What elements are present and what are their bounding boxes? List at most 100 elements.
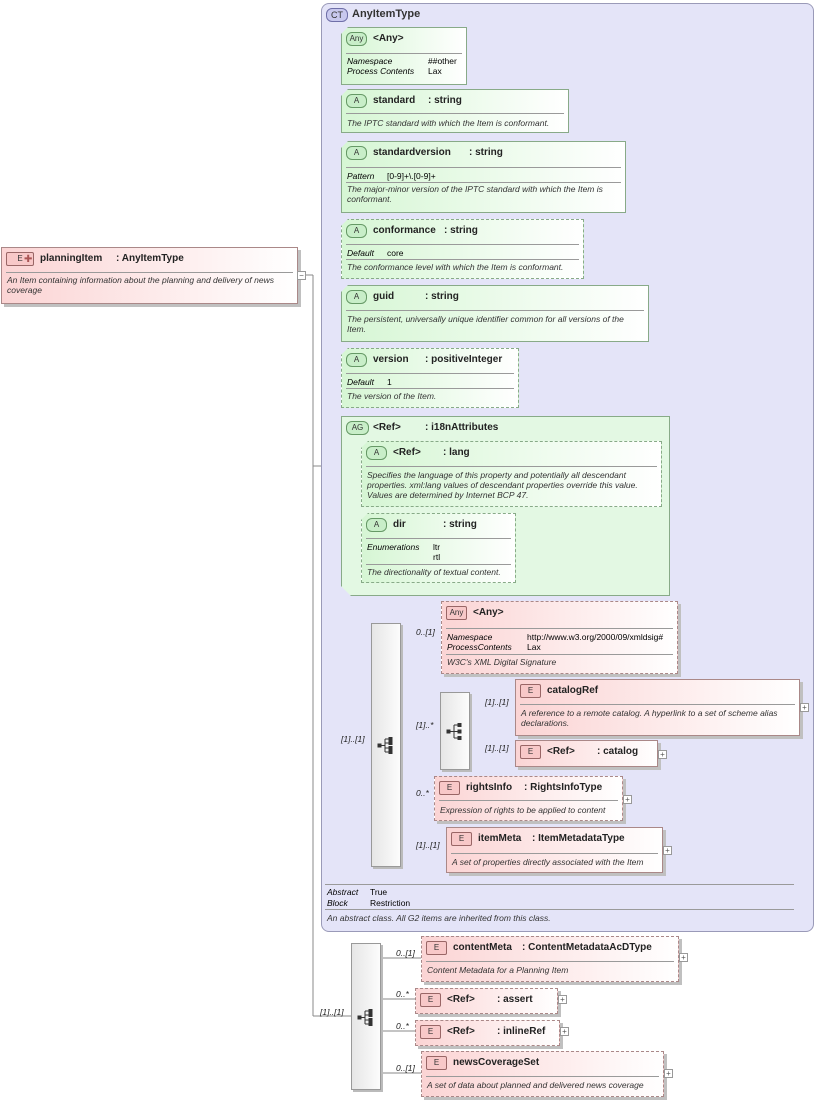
attribute-name: guid	[373, 291, 395, 302]
abstract-value: True	[370, 887, 388, 897]
element-catalogRef[interactable]: E catalogRef A reference to a remote cat…	[515, 679, 800, 736]
element-inlineRef[interactable]: E <Ref> : inlineRef	[415, 1020, 560, 1046]
attribute-conformance[interactable]: A conformance : string Default core The …	[341, 219, 584, 279]
attribute-name: version	[373, 354, 409, 365]
expand-icon[interactable]: +	[663, 846, 672, 855]
attribute-doc: The persistent, universally unique ident…	[347, 314, 624, 334]
expand-icon[interactable]: +	[800, 703, 809, 712]
choice-icon	[446, 723, 462, 740]
any-element[interactable]: Any <Any> Namespace http://www.w3.org/20…	[441, 601, 678, 674]
attribute-doc: The directionality of textual content.	[367, 567, 501, 577]
element-name: catalogRef	[547, 685, 599, 696]
expand-icon[interactable]: +	[558, 995, 567, 1004]
element-type: : catalog	[597, 746, 639, 757]
any-name: <Any>	[473, 607, 504, 618]
process-contents-label: ProcessContents	[447, 642, 512, 652]
expand-icon[interactable]: +	[658, 750, 667, 759]
choice-compositor[interactable]	[440, 692, 470, 770]
element-newsCoverageSet[interactable]: E newsCoverageSet A set of data about pl…	[421, 1051, 664, 1097]
element-cardinality: [1]..[1]	[416, 840, 440, 850]
element-catalog[interactable]: E <Ref> : catalog	[515, 740, 658, 767]
any-icon: Any	[446, 606, 467, 620]
attribute-icon: A	[346, 290, 367, 304]
namespace-value: ##other	[428, 56, 457, 66]
element-cardinality: 0..[1]	[396, 948, 415, 958]
sequence-cardinality: [1]..[1]	[341, 734, 365, 744]
element-name: contentMeta	[453, 942, 512, 953]
attribute-doc: The IPTC standard with which the Item is…	[347, 118, 550, 128]
attribute-name: standard	[373, 95, 416, 106]
element-icon: E	[6, 252, 34, 266]
attribute-name: dir	[393, 519, 406, 530]
any-attribute[interactable]: Any <Any> Namespace ##other Process Cont…	[341, 27, 467, 85]
element-doc: Expression of rights to be applied to co…	[440, 805, 606, 815]
element-icon: E	[520, 745, 541, 759]
process-contents-value: Lax	[428, 66, 442, 76]
element-name: rightsInfo	[466, 782, 513, 793]
attribute-group-name: <Ref>	[373, 422, 401, 433]
enumerations-label: Enumerations	[367, 542, 420, 552]
element-name: <Ref>	[547, 746, 575, 757]
sequence-compositor[interactable]	[371, 623, 401, 867]
enumeration-value: rtl	[433, 552, 441, 562]
attribute-guid[interactable]: A guid : string The persistent, universa…	[341, 285, 649, 342]
block-value: Restriction	[370, 898, 411, 908]
attribute-icon: A	[366, 518, 387, 532]
attribute-name: <Ref>	[393, 447, 421, 458]
expand-icon[interactable]: +	[560, 1027, 569, 1036]
element-type: : ItemMetadataType	[532, 833, 625, 844]
attribute-doc: The major-minor version of the IPTC stan…	[347, 184, 603, 204]
expand-icon[interactable]: +	[623, 795, 632, 804]
attribute-version[interactable]: A version : positiveInteger Default 1 Th…	[341, 348, 519, 408]
element-type: : RightsInfoType	[524, 782, 603, 793]
element-name: newsCoverageSet	[453, 1057, 540, 1068]
element-cardinality: 0..*	[396, 1021, 409, 1031]
complex-type-icon: CT	[326, 8, 348, 22]
attribute-dir[interactable]: A dir : string Enumerations ltr rtl The …	[361, 513, 516, 583]
element-doc: A reference to a remote catalog. A hyper…	[521, 708, 778, 728]
attribute-lang[interactable]: A <Ref> : lang Specifies the language of…	[361, 441, 662, 507]
attribute-group-type: : i18nAttributes	[425, 422, 499, 433]
attribute-group-icon: AG	[346, 421, 369, 435]
element-type: : inlineRef	[497, 1026, 546, 1037]
element-contentMeta[interactable]: E contentMeta : ContentMetadataAcDType C…	[421, 936, 679, 982]
element-name: <Ref>	[447, 994, 475, 1005]
element-cardinality: 0..*	[416, 788, 429, 798]
attribute-standardversion[interactable]: A standardversion : string Pattern [0-9]…	[341, 141, 626, 213]
expand-icon[interactable]: +	[679, 953, 688, 962]
attribute-type: : positiveInteger	[425, 354, 503, 365]
choice-cardinality: [1]..*	[416, 720, 434, 730]
element-itemMeta[interactable]: E itemMeta : ItemMetadataType A set of p…	[446, 827, 663, 873]
root-element-planningItem[interactable]: E ✚ planningItem : AnyItemType An Item c…	[1, 247, 298, 304]
expand-icon[interactable]: +	[664, 1069, 673, 1078]
default-label: Default	[347, 377, 374, 387]
sequence-icon	[377, 737, 393, 754]
sequence-compositor[interactable]	[351, 943, 381, 1090]
any-doc: W3C's XML Digital Signature	[447, 657, 557, 667]
element-icon: E	[439, 781, 460, 795]
attribute-name: standardversion	[373, 147, 451, 158]
element-doc: A set of properties directly associated …	[452, 857, 644, 867]
attribute-name: conformance	[373, 225, 436, 236]
collapse-icon[interactable]: −	[297, 271, 306, 280]
element-type: : assert	[497, 994, 533, 1005]
element-assert[interactable]: E <Ref> : assert	[415, 988, 558, 1014]
element-icon: E	[426, 941, 447, 955]
pattern-label: Pattern	[347, 171, 375, 181]
complex-type-doc: An abstract class. All G2 items are inhe…	[327, 913, 551, 923]
any-icon: Any	[346, 32, 367, 46]
attribute-doc: The conformance level with which the Ite…	[347, 262, 564, 272]
attribute-standard[interactable]: A standard : string The IPTC standard wi…	[341, 89, 569, 133]
element-name: <Ref>	[447, 1026, 475, 1037]
attribute-type: : string	[425, 291, 459, 302]
element-doc: An Item containing information about the…	[7, 275, 274, 295]
namespace-value: http://www.w3.org/2000/09/xmldsig#	[527, 632, 664, 642]
pattern-value: [0-9]+\.[0-9]+	[387, 171, 436, 181]
attribute-type: : lang	[443, 447, 470, 458]
element-rightsInfo[interactable]: E rightsInfo : RightsInfoType Expression…	[434, 776, 623, 821]
sequence-cardinality: [1]..[1]	[320, 1007, 344, 1017]
element-type: : AnyItemType	[116, 253, 184, 264]
default-value: 1	[387, 377, 392, 387]
element-icon: E	[426, 1056, 447, 1070]
element-icon: E	[520, 684, 541, 698]
